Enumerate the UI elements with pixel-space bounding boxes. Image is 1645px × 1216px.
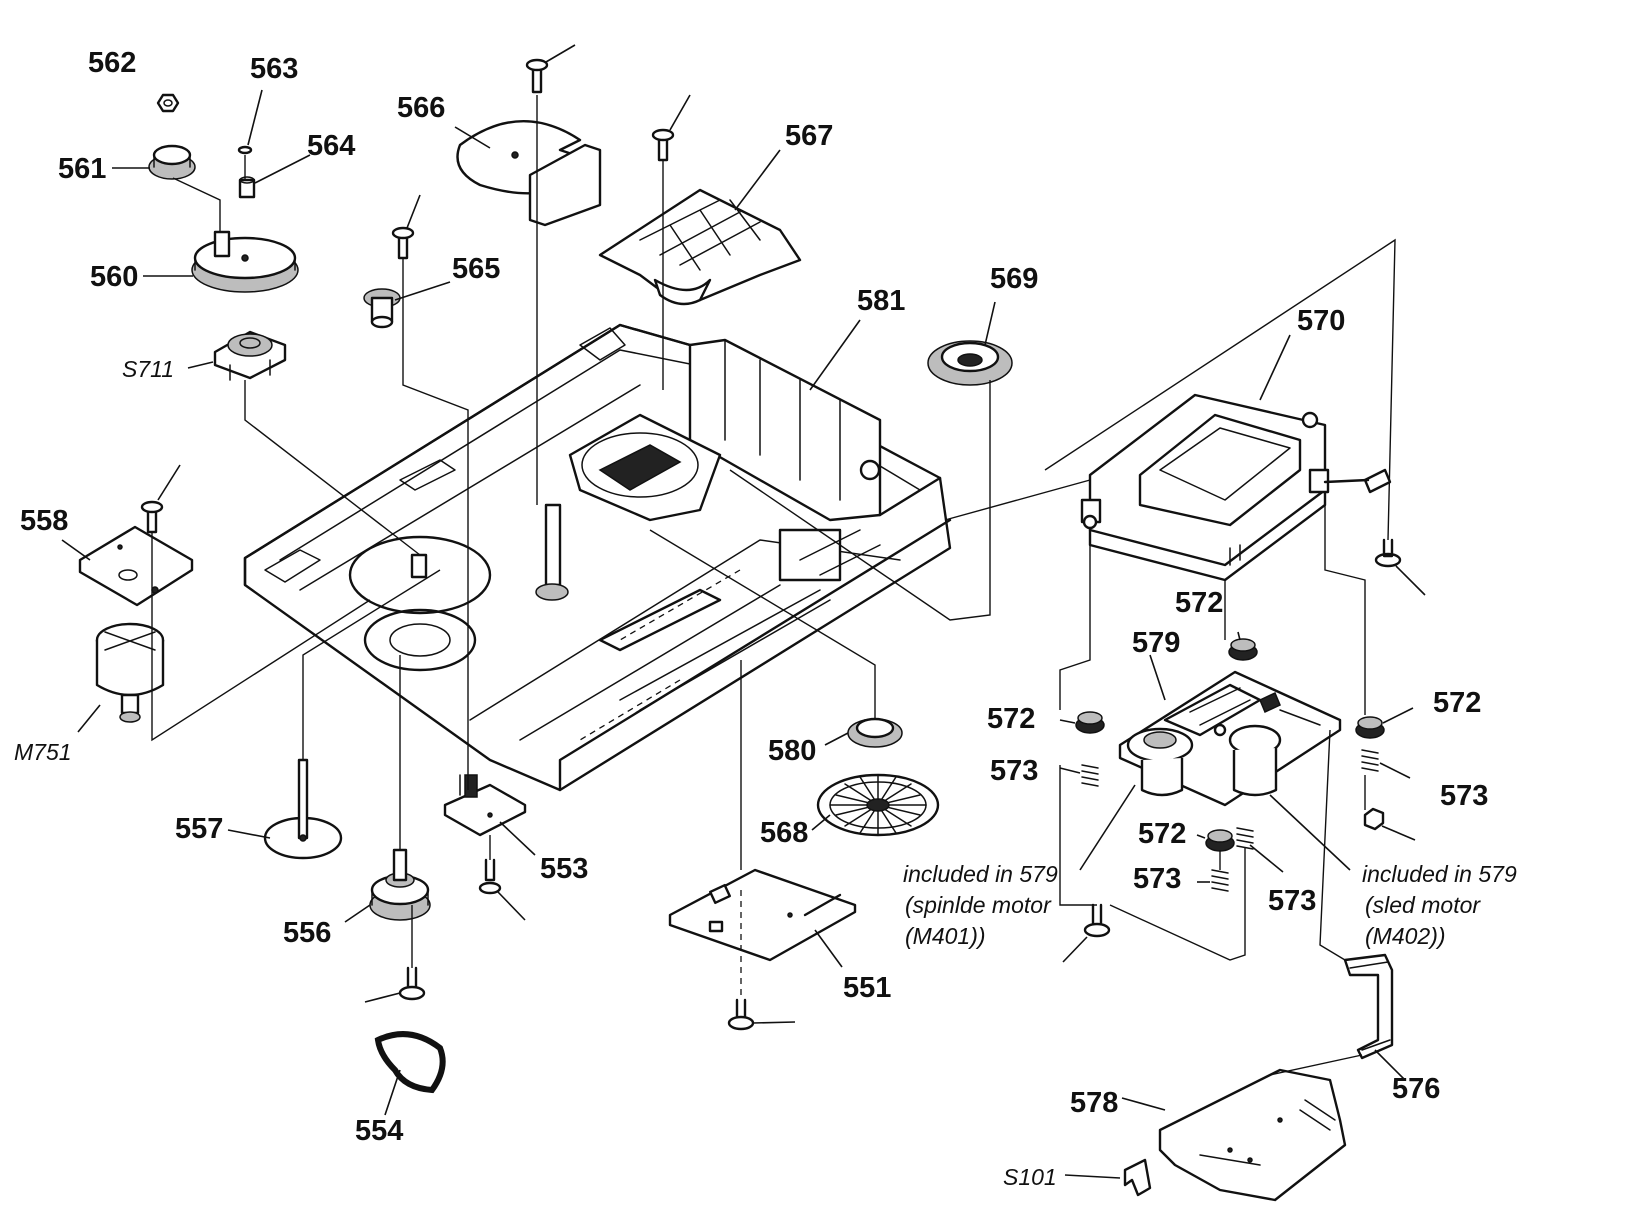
label-573-right: 573 (1440, 780, 1488, 812)
label-580: 580 (768, 735, 816, 767)
rubbers-and-springs (1075, 638, 1385, 892)
part-labels: 562 563 561 564 560 S711 566 565 567 581… (14, 47, 1488, 1190)
label-573-mid: 573 (1268, 885, 1316, 917)
rubber-572-top (1228, 638, 1258, 661)
part-554-belt (374, 1031, 446, 1094)
part-564-collar (238, 176, 256, 199)
part-563-washer (237, 145, 253, 155)
label-570: 570 (1297, 305, 1345, 337)
note-spindle-line-2: (spinlde motor (905, 892, 1052, 918)
part-580-ring (847, 717, 903, 748)
label-566: 566 (397, 92, 445, 124)
spring-573-mid (1236, 827, 1254, 850)
part-557-disc (263, 758, 343, 860)
label-564: 564 (307, 130, 355, 162)
assembly-guide-lines (151, 95, 1396, 1076)
part-s711-switch (213, 330, 287, 381)
screw-579-lower-left (1062, 903, 1111, 963)
screw-top-567 (651, 94, 691, 162)
label-560: 560 (90, 261, 138, 293)
label-m751: M751 (14, 739, 72, 765)
note-sled-line-1: included in 579 (1362, 861, 1517, 887)
part-s101-switch (1123, 1158, 1152, 1197)
label-554: 554 (355, 1115, 403, 1147)
screw-top-566 (525, 44, 576, 94)
rubber-572-left (1075, 711, 1105, 734)
rubber-572-bottom (1205, 829, 1235, 852)
label-561: 561 (58, 153, 106, 185)
part-578-board (1158, 1068, 1347, 1202)
part-556-gear (369, 848, 431, 921)
screws (140, 44, 1426, 1031)
label-579: 579 (1132, 627, 1180, 659)
label-557: 557 (175, 813, 223, 845)
label-573-left: 573 (990, 755, 1038, 787)
label-572-bottom: 572 (1138, 818, 1186, 850)
label-s711: S711 (122, 356, 174, 382)
main-chassis (243, 323, 952, 792)
spring-573-right (1361, 749, 1379, 772)
label-558: 558 (20, 505, 68, 537)
label-572-top: 572 (1175, 587, 1223, 619)
part-566-cover (456, 120, 602, 227)
screw-565 (391, 194, 421, 260)
label-553: 553 (540, 853, 588, 885)
label-572-right: 572 (1433, 687, 1481, 719)
part-570-frame (1080, 393, 1392, 582)
label-563: 563 (250, 53, 298, 85)
label-573-bottom: 573 (1133, 863, 1181, 895)
note-sled-line-3: (M402)) (1365, 923, 1446, 949)
part-560-gear (191, 230, 299, 293)
part-576-flex-cable (1343, 953, 1394, 1060)
screw-551 (727, 998, 796, 1031)
label-565: 565 (452, 253, 500, 285)
part-579-mechanism (1118, 670, 1342, 807)
label-562: 562 (88, 47, 136, 79)
part-551-board (668, 868, 857, 1000)
label-568: 568 (760, 817, 808, 849)
label-572-left: 572 (987, 703, 1035, 735)
label-569: 569 (990, 263, 1038, 295)
screw-573-lower-right (1363, 807, 1416, 841)
part-567-bracket (598, 188, 802, 306)
leader-lines (61, 89, 1414, 1179)
part-558-bracket (78, 525, 194, 607)
label-567: 567 (785, 120, 833, 152)
note-spindle-line-1: included in 579 (903, 861, 1058, 887)
part-562-nut (156, 93, 180, 113)
screw-556 (364, 966, 426, 1003)
spring-573-left (1081, 764, 1099, 787)
part-568-encoder-disc (816, 773, 940, 837)
label-581: 581 (857, 285, 905, 317)
spring-573-bottom (1211, 869, 1229, 892)
screw-558 (140, 464, 181, 534)
label-576: 576 (1392, 1073, 1440, 1105)
note-spindle-line-3: (M401)) (905, 923, 986, 949)
label-s101: S101 (1003, 1164, 1057, 1190)
part-569-ring (927, 340, 1013, 386)
note-sled-motor: included in 579 (sled motor (M402)) (1362, 861, 1517, 949)
note-sled-line-2: (sled motor (1365, 892, 1481, 918)
label-578: 578 (1070, 1087, 1118, 1119)
screw-553 (478, 858, 526, 921)
label-556: 556 (283, 917, 331, 949)
part-553-switch-board (443, 774, 527, 837)
label-551: 551 (843, 972, 891, 1004)
part-m751-motor (95, 622, 165, 723)
part-565-pulley (363, 288, 401, 329)
rubber-572-right (1355, 716, 1385, 739)
note-spindle-motor: included in 579 (spinlde motor (M401)) (903, 861, 1058, 949)
part-561-gear (148, 144, 196, 180)
screw-570-right (1374, 538, 1426, 596)
